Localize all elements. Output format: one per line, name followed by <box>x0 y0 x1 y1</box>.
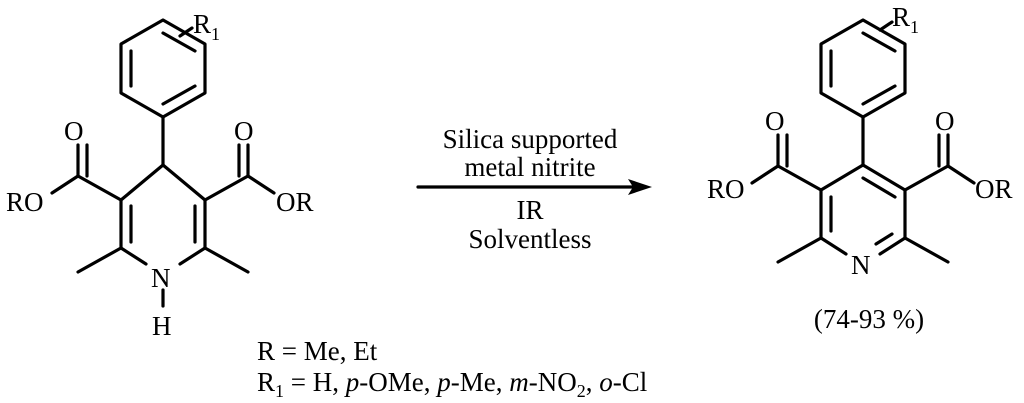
product-r1-label: R1 <box>892 2 919 37</box>
reactant-dihydropyridine-ring <box>119 163 207 266</box>
product-ester-right-bonds <box>903 133 976 192</box>
product-methyl-left <box>776 236 823 264</box>
yield-label: (74-93 %) <box>814 304 924 334</box>
reactant-carbonyl-oxygen-right: O <box>234 116 254 146</box>
r1-definition: R1 = H, p-OMe, p-Me, m-NO2, o-Cl <box>257 367 647 401</box>
r-definition: R = Me, Et <box>257 336 378 366</box>
reagent-line-1: Silica supported <box>443 124 618 154</box>
reactant-structure: R1 O O RO OR N H <box>6 9 314 341</box>
reactant-ester-left-label: RO <box>6 187 44 217</box>
reactant-carbonyl-oxygen-left: O <box>64 116 84 146</box>
reactant-methyl-left <box>76 246 123 274</box>
product-methyl-right <box>903 236 950 264</box>
reactant-nitrogen-label: N <box>151 263 171 293</box>
product-structure: R1 O O RO OR N <box>707 2 1013 280</box>
reactant-r1-label: R1 <box>193 9 220 44</box>
product-ester-left-bonds <box>750 133 823 192</box>
condition-line-1: IR <box>517 195 544 225</box>
condition-line-2: Solventless <box>468 224 591 254</box>
reactant-hydrogen-label: H <box>152 311 172 341</box>
product-ester-right-label: OR <box>975 174 1013 204</box>
product-r1-bond <box>878 20 894 32</box>
reactant-r1-bond <box>178 26 194 38</box>
reagent-line-2: metal nitrite <box>464 152 595 182</box>
reactant-ester-left-bonds <box>50 143 123 202</box>
reaction-arrow <box>416 179 652 195</box>
product-ester-left-label: RO <box>707 174 745 204</box>
product-carbonyl-oxygen-left: O <box>765 106 785 136</box>
reactant-ester-right-bonds <box>203 143 276 202</box>
product-pyridine-ring <box>819 163 907 256</box>
reactant-methyl-right <box>203 246 250 274</box>
product-nitrogen-label: N <box>851 250 871 280</box>
reactant-ester-right-label: OR <box>276 187 314 217</box>
product-carbonyl-oxygen-right: O <box>935 106 955 136</box>
product-phenyl-ring <box>819 18 907 119</box>
